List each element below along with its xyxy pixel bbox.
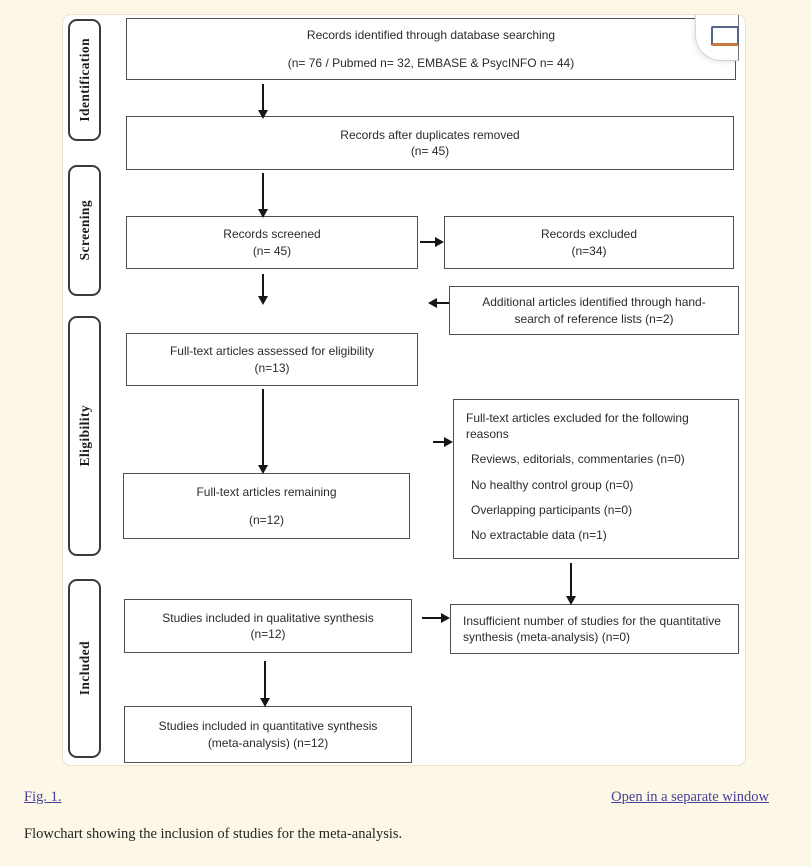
stage-label-text: Eligibility [76, 405, 92, 467]
stage-label-included: Included [68, 579, 101, 758]
arrow-qualitative-to-insufficient [422, 612, 450, 623]
arrow-to-exclusion-reasons [433, 436, 453, 447]
figure-image-panel[interactable]: Identification Screening Eligibility Inc… [62, 14, 746, 766]
flow-box-records-excluded: Records excluded (n=34) [444, 216, 734, 269]
flow-box-count: (n= 45) [410, 144, 450, 158]
flow-box-text: Records identified through database sear… [306, 28, 556, 43]
stage-label-screening: Screening [68, 165, 101, 296]
arrow-identified-to-duplicates [257, 84, 268, 119]
exclusion-reason-item: Overlapping participants (n=0) [471, 502, 633, 517]
flow-box-count: (n= 76 / Pubmed n= 32, EMBASE & PsycINFO… [287, 55, 575, 70]
flow-box-text: Insufficient number of studies for the q… [463, 613, 721, 644]
flow-box-text: Records after duplicates removed [340, 127, 520, 142]
stage-label-text: Screening [76, 200, 92, 261]
flow-box-text: Additional articles identified through h… [482, 295, 706, 326]
flow-box-text: Full-text articles assessed for eligibil… [169, 344, 375, 359]
arrow-additional-into-flow [428, 297, 449, 308]
flow-box-count: (n=34) [571, 243, 607, 258]
exclusion-reason-item: Reviews, editorials, commentaries (n=0) [471, 452, 685, 467]
flow-box-records-identified: Records identified through database sear… [126, 18, 736, 80]
flow-box-fulltext-remaining: Full-text articles remaining (n=12) [123, 473, 410, 539]
flow-box-quantitative-synthesis: Studies included in quantitative synthes… [124, 706, 412, 763]
flow-box-text: Studies included in qualitative synthesi… [162, 610, 374, 625]
arrow-assessed-to-remaining [257, 389, 268, 474]
stage-label-text: Included [76, 641, 92, 696]
flow-box-count: (n=12) [250, 627, 286, 641]
flow-box-count: (n=12) [248, 512, 285, 527]
open-separate-window-link[interactable]: Open in a separate window [611, 789, 769, 805]
flow-box-exclusion-reasons: Full-text articles excluded for the foll… [453, 399, 739, 559]
arrow-duplicates-to-screened [257, 173, 268, 218]
flow-box-text: Full-text articles excluded for the foll… [466, 411, 689, 442]
flow-box-duplicates-removed: Records after duplicates removed (n= 45) [126, 116, 734, 170]
exclusion-reason-item: No healthy control group (n=0) [471, 477, 634, 492]
flow-box-text: Records excluded [540, 227, 638, 242]
exclusion-reason-item: No extractable data (n=1) [471, 527, 607, 542]
stage-label-text: Identification [76, 38, 92, 122]
arrow-screened-to-excluded [420, 236, 444, 247]
flow-box-text: Studies included in quantitative synthes… [158, 719, 378, 734]
flow-box-text: Records screened [223, 227, 321, 242]
flow-box-text: Full-text articles remaining [196, 485, 337, 500]
stage-label-identification: Identification [68, 19, 101, 141]
flow-box-fulltext-assessed: Full-text articles assessed for eligibil… [126, 333, 418, 386]
flow-box-records-screened: Records screened (n= 45) [126, 216, 418, 269]
flow-box-count: (meta-analysis) (n=12) [207, 735, 329, 750]
arrow-screened-down [257, 274, 268, 305]
flow-box-additional-articles: Additional articles identified through h… [449, 286, 739, 335]
flow-box-count: (n=13) [254, 360, 290, 375]
figure-caption: Flowchart showing the inclusion of studi… [24, 826, 403, 842]
arrow-reasons-to-insufficient [565, 563, 576, 605]
expand-figure-button[interactable] [695, 15, 739, 61]
flow-box-qualitative-synthesis: Studies included in qualitative synthesi… [124, 599, 412, 653]
expand-figure-icon [711, 26, 739, 46]
flow-box-insufficient-studies: Insufficient number of studies for the q… [450, 604, 739, 654]
flow-box-count: (n= 45) [252, 243, 292, 258]
stage-label-eligibility: Eligibility [68, 316, 101, 556]
figure-label-link[interactable]: Fig. 1. [24, 789, 62, 805]
arrow-qualitative-to-quantitative [259, 661, 270, 707]
